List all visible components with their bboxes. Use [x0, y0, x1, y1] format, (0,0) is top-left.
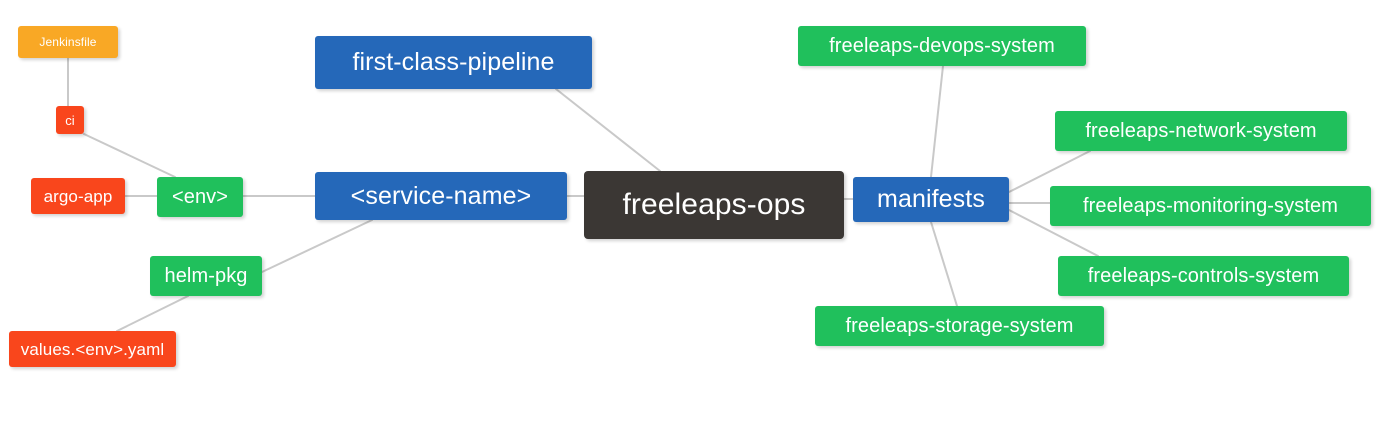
node-ci[interactable]: ci — [56, 106, 84, 134]
edge-pipeline-to-root — [555, 88, 661, 172]
edge-values-to-helm — [116, 295, 189, 332]
node-env[interactable]: <env> — [157, 177, 243, 217]
node-root[interactable]: freeleaps-ops — [584, 171, 844, 239]
node-devops[interactable]: freeleaps-devops-system — [798, 26, 1086, 66]
node-monitoring[interactable]: freeleaps-monitoring-system — [1050, 186, 1371, 226]
edge-manifests-to-devops — [930, 65, 944, 178]
node-jenkins[interactable]: Jenkinsfile — [18, 26, 118, 58]
edge-helm-to-service — [261, 219, 373, 273]
edge-ci-to-env — [83, 133, 176, 178]
node-values[interactable]: values.<env>.yaml — [9, 331, 176, 367]
node-manifests[interactable]: manifests — [853, 177, 1009, 222]
node-helm[interactable]: helm-pkg — [150, 256, 262, 296]
node-controls[interactable]: freeleaps-controls-system — [1058, 256, 1349, 296]
node-storage[interactable]: freeleaps-storage-system — [815, 306, 1104, 346]
edge-manifests-to-storage — [930, 221, 958, 307]
node-pipeline[interactable]: first-class-pipeline — [315, 36, 592, 89]
node-argo[interactable]: argo-app — [31, 178, 125, 214]
node-service[interactable]: <service-name> — [315, 172, 567, 220]
node-network[interactable]: freeleaps-network-system — [1055, 111, 1347, 151]
